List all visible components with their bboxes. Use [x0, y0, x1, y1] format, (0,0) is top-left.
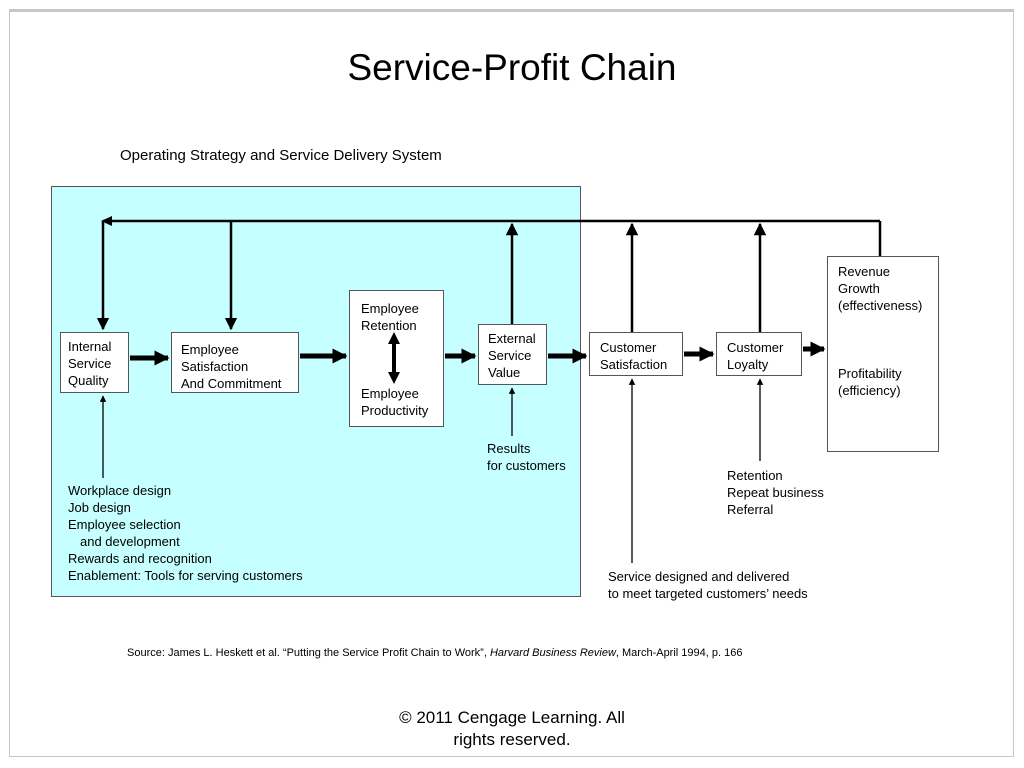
box-employee-retention-productivity: Employee Retention Employee Productivity: [349, 290, 444, 427]
box-line: Loyalty: [727, 357, 769, 372]
box-line: Satisfaction: [181, 359, 249, 374]
note-line: for customers: [487, 458, 566, 473]
note-line: to meet targeted customers’ needs: [608, 586, 808, 601]
box-line: Employee: [361, 386, 419, 401]
diagram-subtitle: Operating Strategy and Service Delivery …: [120, 147, 442, 164]
box-line: Employee: [181, 342, 239, 357]
note-line: Job design: [68, 500, 131, 515]
box-line: Customer: [727, 340, 784, 355]
box-employee-satisfaction: Employee Satisfaction And Commitment: [171, 332, 299, 393]
note-workplace-factors: Workplace design Job design Employee sel…: [68, 482, 303, 584]
source-citation: Source: James L. Heskett et al. “Putting…: [127, 647, 742, 659]
box-line: (effectiveness): [838, 298, 923, 313]
box-external-service-value: External Service Value: [478, 324, 547, 385]
note-line: Employee selection: [68, 517, 181, 532]
box-line: Internal: [68, 339, 112, 354]
box-line: And Commitment: [181, 376, 282, 391]
note-results-for-customers: Results for customers: [487, 440, 566, 474]
note-line: Retention: [727, 468, 783, 483]
box-customer-loyalty: Customer Loyalty: [716, 332, 802, 376]
footer-line: © 2011 Cengage Learning. All: [399, 708, 625, 727]
box-line: Service: [488, 348, 532, 363]
box-line: Quality: [68, 373, 109, 388]
box-revenue-profitability: Revenue Growth (effectiveness) Profitabi…: [827, 256, 939, 452]
box-line: Growth: [838, 281, 880, 296]
box-line: External: [488, 331, 536, 346]
box-line: (efficiency): [838, 383, 901, 398]
source-prefix: Source: James L. Heskett et al. “Putting…: [127, 647, 490, 659]
box-customer-satisfaction: Customer Satisfaction: [589, 332, 683, 376]
source-journal: Harvard Business Review: [489, 647, 616, 659]
box-line: Customer: [600, 340, 657, 355]
note-line: Repeat business: [727, 485, 824, 500]
box-line: Value: [488, 365, 521, 380]
box-line: Employee: [361, 301, 419, 316]
note-line: Rewards and recognition: [68, 551, 212, 566]
note-line: Referral: [727, 502, 774, 517]
source-suffix: , March-April 1994, p. 166: [615, 647, 743, 659]
page-title: Service-Profit Chain: [347, 47, 677, 88]
note-service-designed: Service designed and delivered to meet t…: [608, 568, 808, 602]
note-retention: Retention Repeat business Referral: [727, 467, 824, 518]
box-internal-service-quality: Internal Service Quality: [60, 332, 129, 393]
box-line: Productivity: [361, 403, 429, 418]
note-line: Service designed and delivered: [608, 569, 790, 584]
slide-top-border: [9, 9, 1014, 12]
box-line: Satisfaction: [600, 357, 668, 372]
note-line: and development: [80, 534, 180, 549]
footer-line: rights reserved.: [453, 730, 571, 749]
note-line: Enablement: Tools for serving customers: [68, 568, 303, 583]
operating-strategy-panel: [51, 186, 581, 597]
note-line: Results: [487, 441, 531, 456]
note-line: Workplace design: [68, 483, 172, 498]
copyright-footer: © 2011 Cengage Learning. All rights rese…: [0, 707, 1024, 751]
box-line: Revenue: [838, 264, 891, 279]
box-line: Retention: [361, 318, 417, 333]
box-line: Profitability: [838, 366, 902, 381]
box-line: Service: [68, 356, 112, 371]
